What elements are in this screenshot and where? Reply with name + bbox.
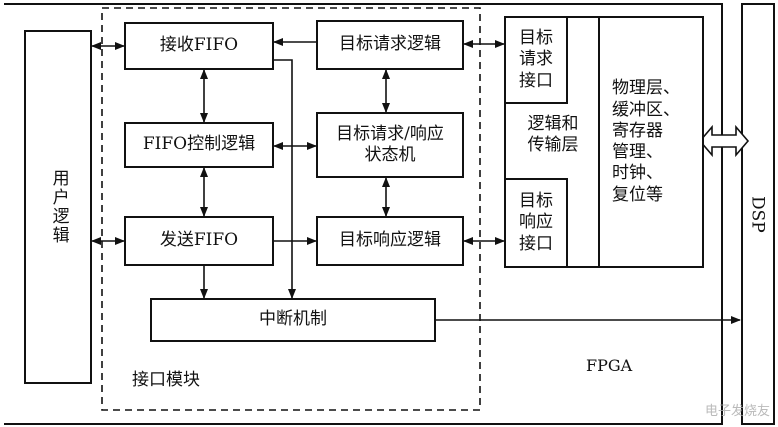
target-request-logic-box: 目标请求逻辑 — [316, 20, 464, 70]
response-interface-label: 目标 响应 接口 — [519, 191, 553, 254]
fifo-control-label: FIFO控制逻辑 — [142, 134, 256, 155]
receive-fifo-label: 接收FIFO — [159, 35, 239, 56]
logic-transport-label: 逻辑和 传输层 — [527, 114, 579, 156]
fpga-border — [4, 3, 723, 425]
user-logic-label: 用户逻辑 — [48, 169, 69, 245]
line-receive-interrupt — [274, 59, 296, 299]
watermark: 电子发烧友 — [704, 404, 770, 419]
target-response-logic-box: 目标响应逻辑 — [316, 216, 464, 266]
logic-transport-area: 逻辑和 传输层 — [506, 114, 600, 157]
request-interface-label: 目标 请求 接口 — [519, 28, 553, 91]
interrupt-box: 中断机制 — [150, 298, 436, 342]
state-machine-box: 目标请求/响应 状态机 — [316, 112, 464, 178]
receive-fifo-box: 接收FIFO — [124, 22, 274, 70]
target-response-logic-label: 目标响应逻辑 — [339, 230, 441, 251]
interrupt-label: 中断机制 — [259, 309, 327, 330]
dsp-border — [741, 3, 775, 425]
request-interface-box: 目标 请求 接口 — [504, 16, 568, 104]
physical-layer-label: 物理层、 缓冲区、 寄存器 管理、 时钟、 复位等 — [612, 78, 680, 205]
double-arrow-core-dsp — [698, 124, 750, 158]
response-interface-box: 目标 响应 接口 — [504, 178, 568, 268]
fpga-label: FPGA — [586, 356, 633, 375]
send-fifo-box: 发送FIFO — [124, 216, 274, 266]
user-logic-box: 用户逻辑 — [24, 30, 92, 384]
state-machine-label: 目标请求/响应 状态机 — [336, 123, 444, 165]
fifo-control-box: FIFO控制逻辑 — [124, 122, 274, 168]
target-request-logic-label: 目标请求逻辑 — [339, 34, 441, 55]
interface-module-border — [101, 7, 481, 411]
interface-module-label: 接口模块 — [132, 370, 200, 390]
send-fifo-label: 发送FIFO — [159, 230, 239, 251]
physical-layer-box: 物理层、 缓冲区、 寄存器 管理、 时钟、 复位等 — [598, 16, 704, 268]
dsp-label: DSP — [747, 196, 768, 233]
